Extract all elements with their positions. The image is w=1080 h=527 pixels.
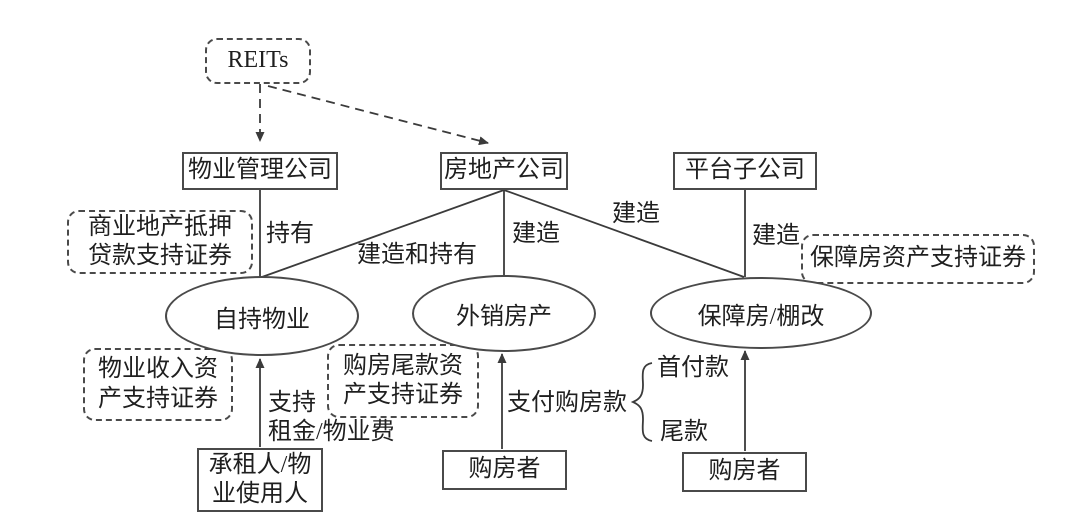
- edge-label-build-right-diagonal: 建造: [612, 201, 660, 227]
- payment-brace: [630, 362, 653, 442]
- purchase-tail-abs-line2: 产支持证券: [343, 382, 463, 408]
- tenant-line1: 承租人/物: [208, 451, 312, 478]
- edge-label-final-payment: 尾款: [660, 419, 708, 445]
- node-affordable-housing-abs: 保障房资产支持证券: [801, 234, 1035, 284]
- node-real-estate-company: 房地产公司: [440, 152, 568, 190]
- cmbs-line2: 贷款支持证券: [88, 243, 232, 269]
- node-home-buyer-mid: 购房者: [442, 450, 567, 490]
- purchase-tail-abs-line1: 购房尾款资: [343, 352, 463, 379]
- edge-reits-to-real-estate: [267, 85, 489, 146]
- node-cmbs-securities: 商业地产抵押 贷款支持证券: [67, 210, 253, 274]
- support-rent-line2: 租金/物业费: [268, 418, 395, 445]
- home-buyer-mid-label: 购房者: [468, 456, 541, 483]
- affordable-abs-label: 保障房资产支持证券: [810, 245, 1026, 272]
- node-export-property: 外销房产: [412, 275, 596, 352]
- property-income-abs-line2: 产支持证券: [98, 385, 218, 412]
- edge-label-pay-house-payment: 支付购房款: [507, 390, 627, 416]
- node-property-management-company: 物业管理公司: [182, 152, 338, 190]
- tenant-line2: 业使用人: [212, 481, 308, 507]
- node-property-income-abs: 物业收入资 产支持证券: [83, 348, 233, 421]
- export-property-label: 外销房产: [456, 304, 552, 330]
- node-reits-label: REITs: [227, 47, 289, 74]
- edge-label-build-and-hold: 建造和持有: [357, 242, 477, 268]
- node-platform-subsidiary-label: 平台子公司: [685, 157, 805, 184]
- node-reits: REITs: [205, 38, 311, 84]
- support-rent-line1: 支持: [268, 390, 316, 416]
- self-held-property-label: 自持物业: [214, 306, 310, 333]
- edge-label-down-payment: 首付款: [657, 355, 729, 381]
- edge-real-estate-to-self-held: [261, 189, 505, 278]
- edge-label-hold: 持有: [266, 221, 314, 247]
- edge-label-build-center: 建造: [512, 221, 560, 247]
- cmbs-line1: 商业地产抵押: [88, 213, 232, 240]
- edge-real-estate-to-affordable: [503, 189, 745, 278]
- node-home-buyer-right: 购房者: [682, 452, 807, 492]
- node-real-estate-label: 房地产公司: [444, 157, 564, 184]
- edge-label-build-platform: 建造: [752, 223, 800, 249]
- node-tenant-property-user: 承租人/物 业使用人: [197, 448, 323, 512]
- property-income-abs-line1: 物业收入资: [98, 356, 218, 383]
- edge-label-support-rent: 支持 租金/物业费: [268, 389, 395, 447]
- node-platform-subsidiary: 平台子公司: [673, 152, 817, 190]
- affordable-housing-label: 保障房/棚改: [697, 303, 825, 330]
- node-affordable-housing: 保障房/棚改: [650, 277, 872, 349]
- home-buyer-right-label: 购房者: [708, 458, 781, 485]
- node-property-management-label: 物业管理公司: [188, 157, 332, 184]
- node-self-held-property: 自持物业: [165, 276, 359, 356]
- node-purchase-tail-abs: 购房尾款资 产支持证券: [327, 344, 479, 418]
